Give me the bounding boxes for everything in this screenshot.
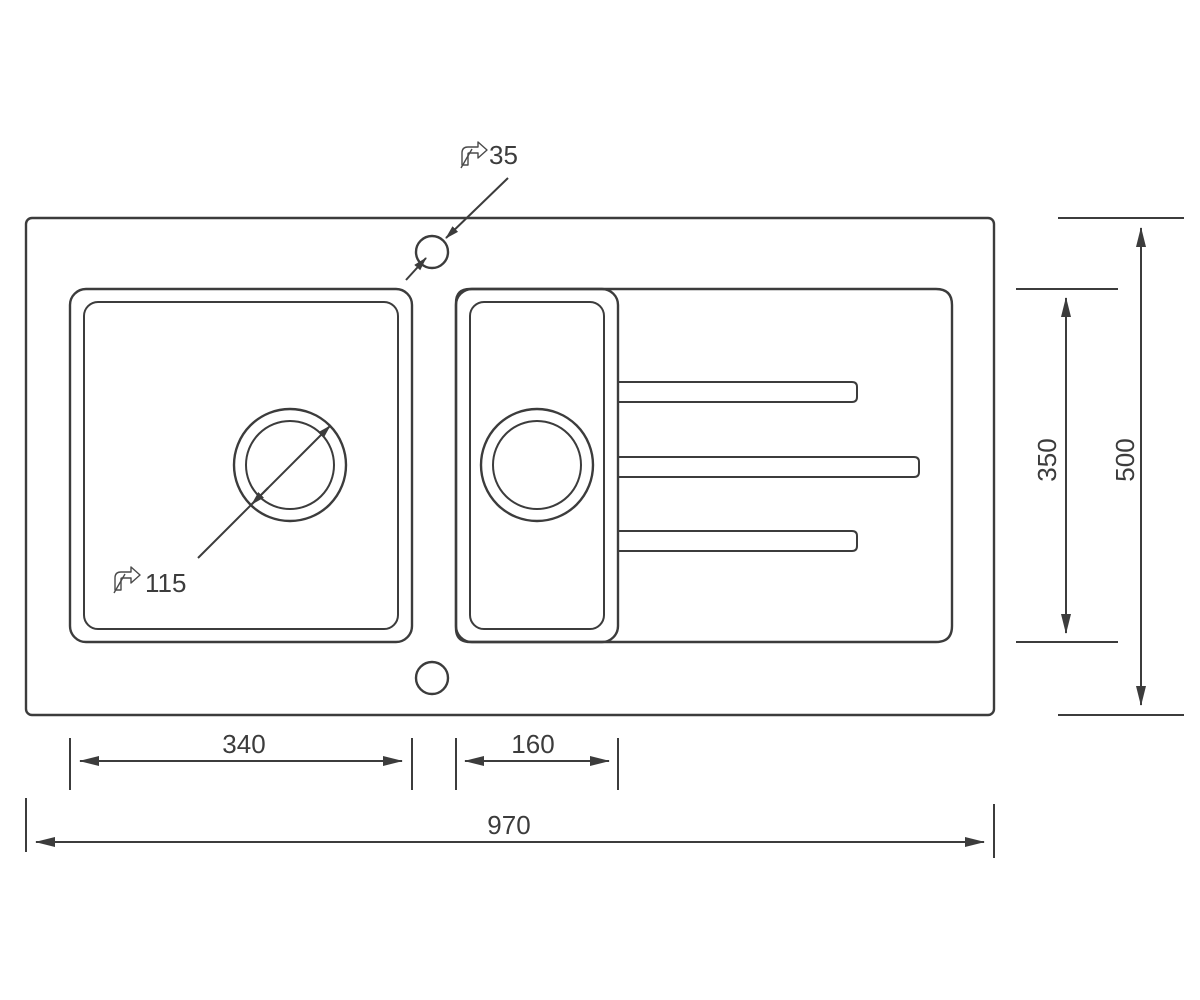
main-bowl-width-dimension: 340 <box>69 729 413 790</box>
diameter-symbol-icon <box>113 566 141 594</box>
small-bowl-and-drainer <box>454 287 954 644</box>
main-drain-inner <box>245 420 335 510</box>
sink-outline <box>24 216 996 717</box>
small-bowl-width-dimension: 160 <box>455 729 619 790</box>
tap-hole-diameter-label: 35 <box>489 140 518 170</box>
small-drain-inner <box>492 420 582 510</box>
overall-width-label: 970 <box>487 810 530 840</box>
bowl-depth-label: 350 <box>1032 438 1062 481</box>
tap-hole-diameter-dimension: 35 <box>405 140 518 281</box>
small-bowl-width-label: 160 <box>511 729 554 759</box>
drain-diameter-label: 115 <box>145 568 186 598</box>
drain-diameter-dimension: 115 <box>113 425 331 598</box>
overflow-hole <box>414 660 450 696</box>
main-bowl-width-label: 340 <box>222 729 265 759</box>
small-drain-outer <box>479 407 595 523</box>
diameter-symbol-icon <box>460 141 488 169</box>
tap-hole <box>414 234 450 270</box>
drainer-groove-middle <box>619 456 920 478</box>
overall-width-dimension: 970 <box>25 798 995 858</box>
main-bowl <box>68 287 414 644</box>
bowl-depth-dimension: 350 <box>1016 288 1118 643</box>
main-drain-outer <box>232 407 348 523</box>
drainer-groove-bottom <box>619 530 858 552</box>
overall-depth-label: 500 <box>1110 438 1140 481</box>
drainer-groove-top <box>619 381 858 403</box>
overall-depth-dimension: 500 <box>1058 217 1184 716</box>
